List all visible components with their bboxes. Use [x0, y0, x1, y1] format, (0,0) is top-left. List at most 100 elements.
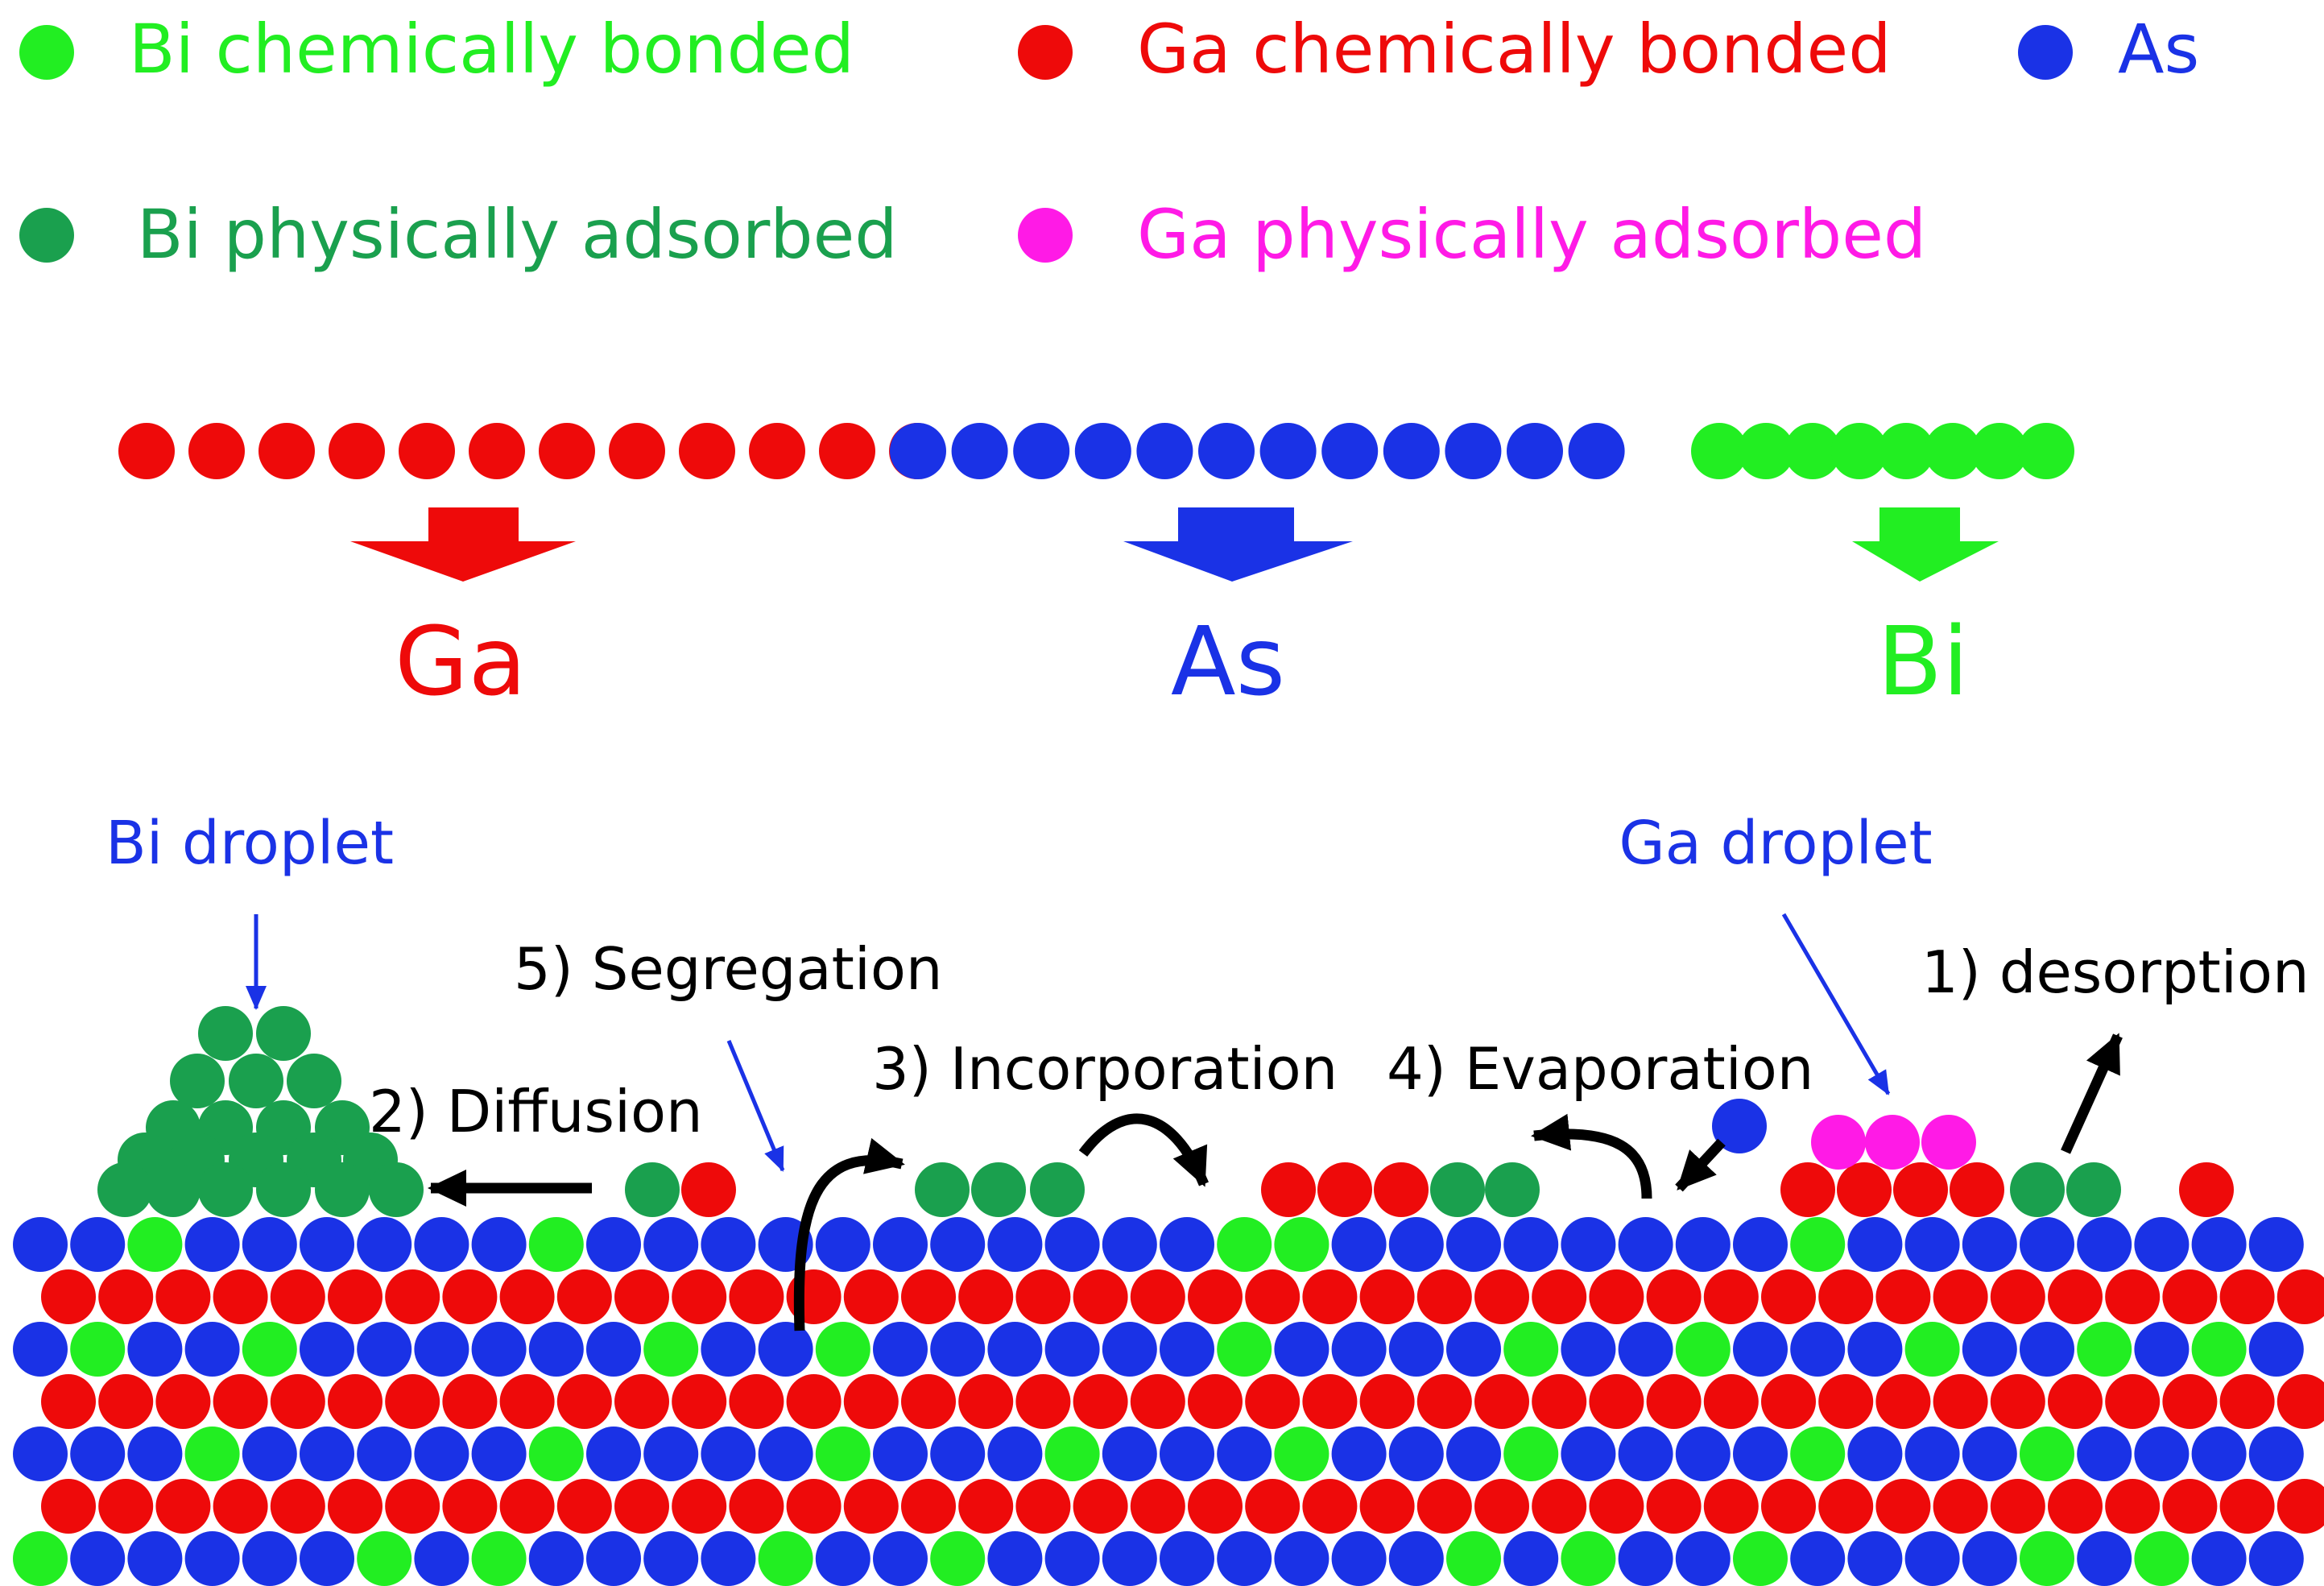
- legend-label-as: As: [2118, 10, 2199, 89]
- lattice-atom-ga: [672, 1479, 727, 1534]
- lattice-atom-ga: [1245, 1269, 1301, 1324]
- lattice-atom-ga: [1188, 1479, 1243, 1534]
- beam-atom: [188, 423, 245, 479]
- bi-droplet-atom: [256, 1006, 311, 1061]
- lattice-atom-ga: [843, 1479, 899, 1534]
- bi-adatom: [1485, 1162, 1540, 1217]
- lattice-atom-as: [701, 1322, 756, 1377]
- lattice-atom-ga: [499, 1374, 555, 1429]
- legend-swatch-ga-phys: [1018, 208, 1073, 263]
- beam-atom: [679, 423, 735, 479]
- ga-droplet-atom: [1811, 1115, 1866, 1170]
- ga-droplet-atom: [1865, 1115, 1920, 1170]
- lattice-atom-as: [127, 1427, 183, 1481]
- lattice-atom-ga: [1761, 1479, 1816, 1534]
- lattice-atom-as: [987, 1322, 1043, 1377]
- lattice-atom-as: [2134, 1322, 2190, 1377]
- lattice-atom-ga: [1416, 1479, 1472, 1534]
- lattice-atom-ga: [1589, 1269, 1644, 1324]
- lattice-atom-as: [1733, 1217, 1788, 1272]
- lattice-atom-as: [1618, 1322, 1673, 1377]
- lattice-atom-as: [2134, 1217, 2190, 1272]
- lattice-atom-ga: [1245, 1479, 1301, 1534]
- lattice-atom-as: [643, 1531, 699, 1586]
- lattice-atom-ga: [958, 1374, 1014, 1429]
- lattice-atom-ga: [1359, 1269, 1415, 1324]
- lattice-atom-as: [127, 1531, 183, 1586]
- lattice-atom-as: [528, 1322, 584, 1377]
- lattice-atom-as: [873, 1531, 928, 1586]
- as-beam: [890, 423, 1625, 479]
- lattice-atom-ga: [1532, 1374, 1587, 1429]
- lattice-atom-as: [13, 1322, 68, 1377]
- beam-atom: [539, 423, 595, 479]
- lattice-atom-ga: [729, 1374, 784, 1429]
- lattice-atom-as: [701, 1427, 756, 1481]
- lattice-atom-as: [1847, 1427, 1903, 1481]
- lattice-atom-ga: [328, 1374, 383, 1429]
- beam-atom: [1136, 423, 1193, 479]
- lattice-atom-as: [1790, 1322, 1846, 1377]
- lattice-atom-ga: [958, 1269, 1014, 1324]
- lattice-atom-as: [1962, 1531, 2017, 1586]
- beam-atom: [1971, 423, 2028, 479]
- legend-label-ga-chem: Ga chemically bonded: [1137, 10, 1892, 89]
- lattice-atom-as: [1274, 1322, 1329, 1377]
- as-source-label: As: [1171, 606, 1285, 717]
- lattice-atom-as: [357, 1427, 412, 1481]
- lattice-atom-as: [2248, 1322, 2304, 1377]
- legend-item-bi-chem: Bi chemically bonded: [19, 10, 854, 89]
- lattice-atom-ga: [1646, 1269, 1702, 1324]
- lattice-atom-as: [1102, 1322, 1157, 1377]
- lattice-atom-as: [471, 1322, 527, 1377]
- lattice-atom-bi: [643, 1322, 699, 1377]
- lattice-atom-as: [300, 1531, 354, 1586]
- lattice-atom-bi: [815, 1322, 870, 1377]
- lattice-atom-ga: [1302, 1269, 1358, 1324]
- bi-source-label: Bi: [1877, 606, 1969, 717]
- bi-source: Bi: [1691, 423, 2074, 717]
- lattice-atom-ga: [499, 1479, 555, 1534]
- lattice-atom-ga: [614, 1479, 669, 1534]
- lattice-atom-as: [1388, 1531, 1444, 1586]
- lattice-atom-as: [414, 1531, 469, 1586]
- lattice-atom-as: [1331, 1427, 1387, 1481]
- lattice-atom-as: [987, 1531, 1043, 1586]
- lattice-atom-bi: [471, 1531, 527, 1586]
- lattice-atom-bi: [1790, 1427, 1846, 1481]
- segregation-pointer: [726, 1040, 785, 1172]
- lattice-atom-as: [643, 1427, 699, 1481]
- bi-droplet-atom: [146, 1162, 201, 1217]
- lattice-atom-ga: [1302, 1374, 1358, 1429]
- beam-atom: [1738, 423, 1794, 479]
- legend: Bi chemically bonded Ga chemically bonde…: [19, 10, 2199, 274]
- beam-atom: [1321, 423, 1379, 479]
- lattice-atom-as: [1388, 1427, 1444, 1481]
- lattice-atom-ga: [1474, 1374, 1529, 1429]
- beam-atom: [951, 423, 1008, 479]
- surface-adatoms: [97, 1006, 2234, 1217]
- lattice-atom-as: [1847, 1217, 1903, 1272]
- process-desorption: 1) desorption: [1921, 938, 2310, 1154]
- lattice-atom-ga: [41, 1374, 96, 1429]
- evaporation-arrow: [1531, 1113, 1652, 1199]
- bi-droplet-atom: [97, 1162, 152, 1217]
- lattice-atom-ga: [1245, 1374, 1301, 1429]
- lattice-atom-ga: [1818, 1479, 1874, 1534]
- lattice-atom-ga: [1589, 1374, 1644, 1429]
- lattice-atom-as: [2248, 1531, 2304, 1586]
- lattice-atom-as: [2134, 1427, 2190, 1481]
- legend-swatch-ga-chem: [1018, 25, 1073, 80]
- legend-label-ga-phys: Ga physically adsorbed: [1137, 195, 1926, 274]
- beam-atom: [1507, 423, 1563, 479]
- lattice-atom-as: [300, 1217, 354, 1272]
- lattice-atom-bi: [1503, 1427, 1559, 1481]
- lattice-atom-bi: [930, 1531, 986, 1586]
- lattice-atom-as: [1388, 1217, 1444, 1272]
- lattice-atom-as: [1044, 1531, 1100, 1586]
- lattice-atom-ga: [1703, 1269, 1759, 1324]
- beam-atom: [1383, 423, 1440, 479]
- beam-atom: [1074, 423, 1131, 479]
- lattice-atom-ga: [155, 1269, 211, 1324]
- desorption-label: 1) desorption: [1921, 938, 2310, 1006]
